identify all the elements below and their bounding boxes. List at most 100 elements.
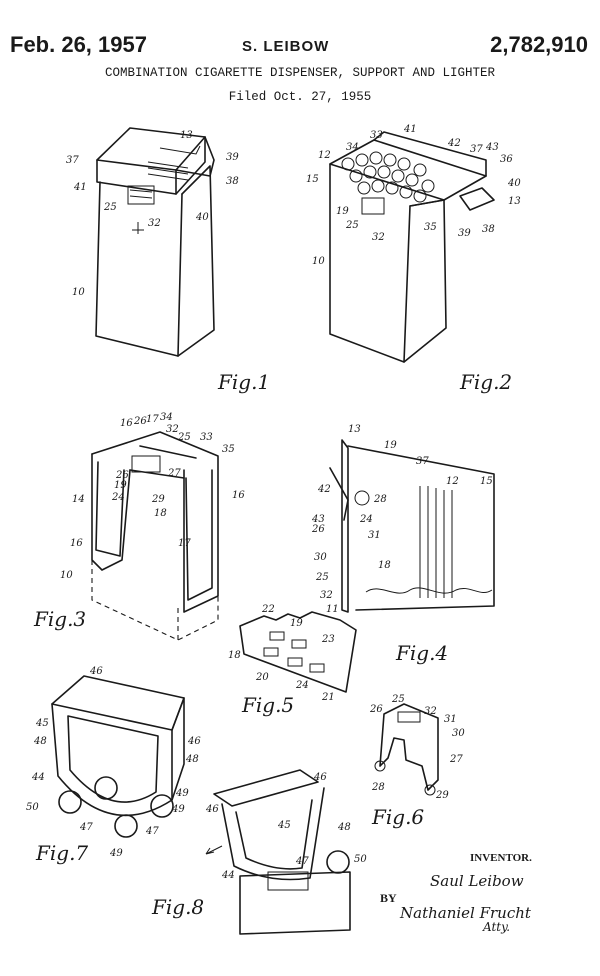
attorney-title: Atty.	[483, 920, 510, 934]
svg-text:28: 28	[371, 782, 385, 793]
svg-text:13: 13	[348, 424, 361, 435]
svg-text:38: 38	[482, 224, 495, 235]
svg-text:40: 40	[195, 212, 209, 223]
attorney-signature: Nathaniel Frucht	[400, 904, 531, 922]
figure-4-label: Fig.4	[395, 641, 448, 665]
svg-text:33: 33	[370, 130, 383, 141]
svg-text:43: 43	[485, 142, 499, 153]
svg-text:41: 41	[403, 124, 417, 135]
svg-text:37: 37	[470, 144, 483, 155]
svg-text:24: 24	[111, 492, 125, 503]
svg-text:37: 37	[66, 155, 79, 166]
svg-text:12: 12	[446, 476, 459, 487]
svg-text:39: 39	[458, 228, 471, 239]
svg-text:50: 50	[354, 854, 367, 865]
figure-5-drawing: 22 19 23 18 20 24 21	[228, 604, 356, 703]
by-label: BY	[380, 891, 397, 906]
svg-text:42: 42	[447, 138, 461, 149]
figure-8-drawing: 4646 4548 4744 50	[205, 770, 367, 934]
svg-text:45: 45	[35, 718, 49, 729]
svg-text:10: 10	[312, 256, 325, 267]
figure-7-label: Fig.7	[35, 841, 88, 865]
svg-text:25: 25	[391, 694, 405, 705]
svg-text:35: 35	[222, 444, 235, 455]
svg-text:11: 11	[326, 604, 339, 615]
svg-text:32: 32	[166, 424, 179, 435]
svg-text:18: 18	[154, 508, 167, 519]
svg-text:19: 19	[336, 206, 349, 217]
svg-text:13: 13	[180, 130, 193, 141]
svg-text:47: 47	[79, 822, 93, 833]
svg-text:36: 36	[500, 154, 513, 165]
svg-text:41: 41	[73, 182, 87, 193]
svg-text:15: 15	[480, 476, 493, 487]
svg-text:10: 10	[72, 287, 85, 298]
figure-2-label: Fig.2	[459, 370, 512, 394]
svg-text:48: 48	[33, 736, 47, 747]
svg-text:30: 30	[452, 728, 465, 739]
svg-text:24: 24	[295, 680, 309, 691]
svg-text:42: 42	[317, 484, 331, 495]
figure-4-drawing: 1319 3712 1542 2843 2426 3130 1825 3211	[311, 424, 494, 615]
svg-text:25: 25	[177, 432, 191, 443]
svg-text:18: 18	[228, 650, 241, 661]
svg-text:32: 32	[148, 218, 161, 229]
svg-text:44: 44	[221, 870, 235, 881]
svg-text:33: 33	[200, 432, 213, 443]
svg-text:12: 12	[318, 150, 331, 161]
svg-text:48: 48	[185, 754, 199, 765]
inventor-signature: Saul Leibow	[430, 872, 524, 890]
inventor-label: INVENTOR.	[470, 852, 532, 864]
svg-text:39: 39	[226, 152, 239, 163]
svg-text:22: 22	[261, 604, 275, 615]
figure-5-label: Fig.5	[241, 693, 294, 717]
svg-text:16: 16	[70, 538, 83, 549]
svg-text:15: 15	[306, 174, 319, 185]
svg-text:27: 27	[449, 754, 463, 765]
svg-text:13: 13	[508, 196, 521, 207]
svg-text:10: 10	[60, 570, 73, 581]
figure-7-drawing: 4645 4846 4844 4950 4947 4749	[26, 666, 201, 859]
svg-text:49: 49	[109, 848, 123, 859]
svg-text:24: 24	[359, 514, 373, 525]
svg-text:47: 47	[295, 856, 309, 867]
svg-text:47: 47	[145, 826, 159, 837]
svg-text:30: 30	[314, 552, 327, 563]
figure-1-label: Fig.1	[217, 370, 270, 394]
svg-text:40: 40	[507, 178, 521, 189]
svg-text:29: 29	[151, 494, 165, 505]
svg-text:20: 20	[255, 672, 269, 683]
svg-text:32: 32	[424, 706, 437, 717]
svg-text:19: 19	[114, 480, 127, 491]
svg-text:23: 23	[321, 634, 335, 645]
svg-text:27: 27	[167, 468, 181, 479]
svg-text:16: 16	[120, 418, 133, 429]
svg-text:37: 37	[416, 456, 429, 467]
svg-text:46: 46	[187, 736, 201, 747]
svg-text:21: 21	[321, 692, 335, 703]
svg-text:46: 46	[205, 804, 219, 815]
svg-text:25: 25	[345, 220, 359, 231]
svg-text:17: 17	[178, 538, 191, 549]
svg-text:46: 46	[89, 666, 103, 677]
svg-text:49: 49	[171, 804, 185, 815]
svg-text:38: 38	[226, 176, 239, 187]
svg-text:19: 19	[384, 440, 397, 451]
svg-text:45: 45	[277, 820, 291, 831]
figure-2-drawing: 3341 4237 4336 3412 1540 1319 2532 3539 …	[306, 124, 521, 362]
figure-3-label: Fig.3	[33, 607, 86, 631]
svg-text:50: 50	[26, 802, 39, 813]
svg-text:34: 34	[160, 412, 173, 423]
figure-1-drawing: 1337 4125 3239 3840 10	[66, 128, 239, 356]
svg-text:29: 29	[435, 790, 449, 801]
svg-text:16: 16	[232, 490, 245, 501]
svg-text:14: 14	[72, 494, 85, 505]
svg-text:19: 19	[290, 618, 303, 629]
figure-8-label: Fig.8	[151, 895, 204, 919]
svg-text:46: 46	[313, 772, 327, 783]
svg-text:31: 31	[444, 714, 457, 725]
svg-text:31: 31	[368, 530, 381, 541]
svg-text:17: 17	[146, 414, 159, 425]
svg-text:28: 28	[373, 494, 387, 505]
